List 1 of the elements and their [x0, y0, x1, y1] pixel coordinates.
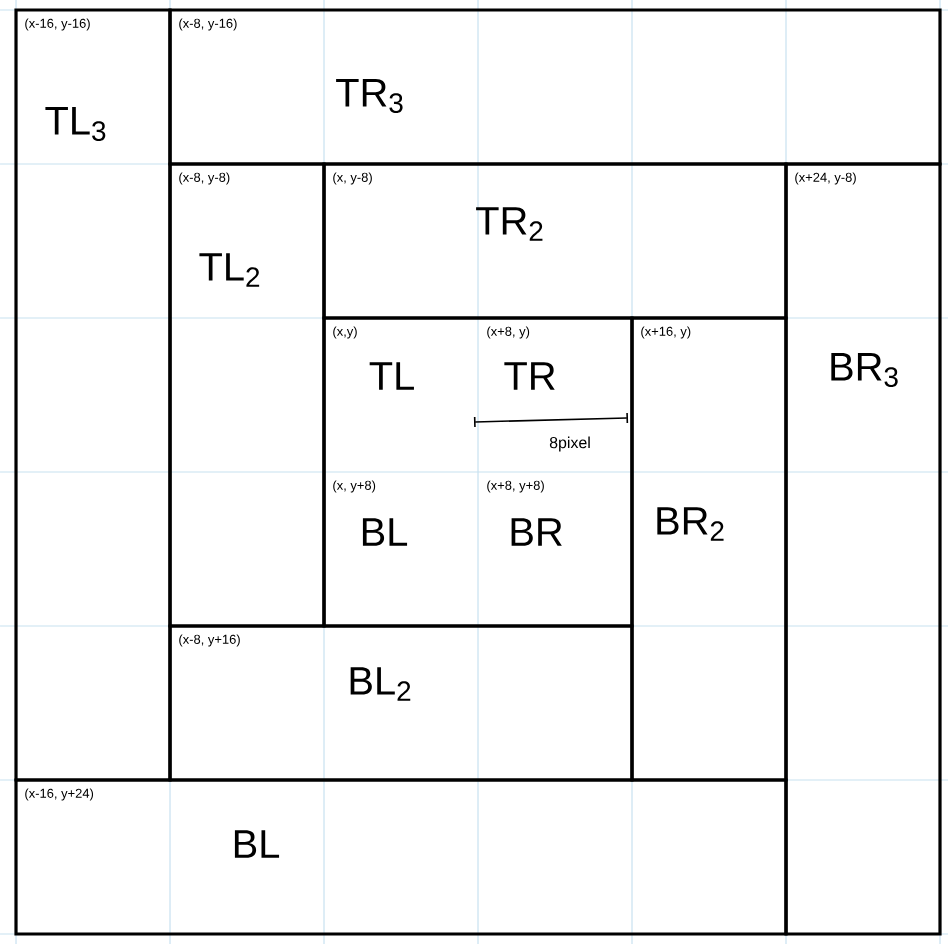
square-box: [322, 316, 634, 628]
